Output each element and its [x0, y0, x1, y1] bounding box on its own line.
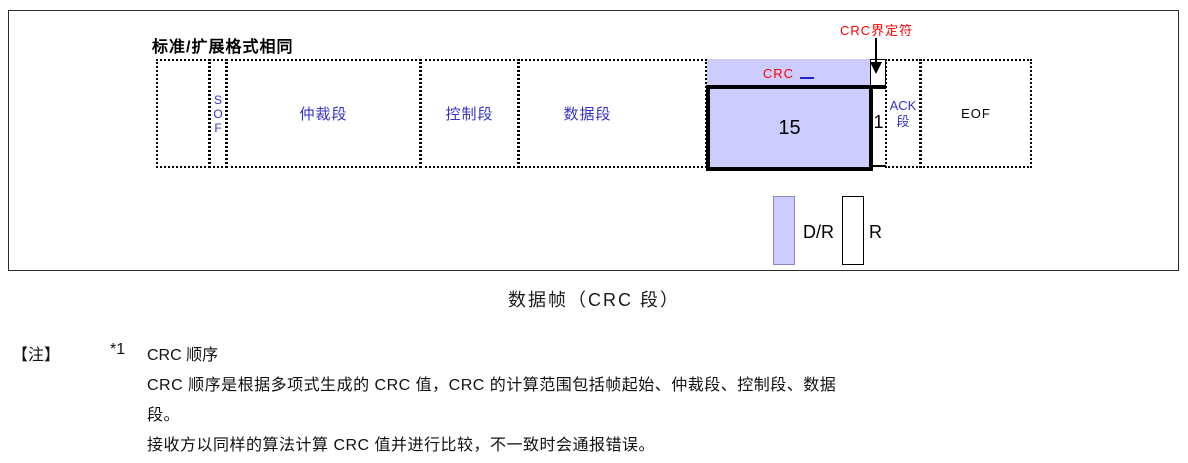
segment-box-ack: ACK 段 [885, 59, 921, 168]
segment-box-empty [156, 59, 210, 168]
delimiter-bottom-line [870, 165, 886, 167]
segment-box-sof: S O F [209, 59, 227, 168]
thick-border-extension [870, 85, 886, 89]
segment-box-arbitration: 仲裁段 [226, 59, 421, 168]
figure-caption: 数据帧（CRC 段） [508, 290, 680, 310]
sof-letter: O [213, 106, 223, 121]
note-body-line: CRC 顺序是根据多项式生成的 CRC 值，CRC 的计算范围包括帧起始、仲裁段… [147, 377, 837, 394]
crc-delimiter-callout: CRC界定符 [840, 23, 914, 38]
control-label: 控制段 [445, 106, 494, 123]
note-body-line: 段。 [147, 407, 181, 424]
sof-letter: S [213, 92, 222, 107]
note-prefix: 【注】 [12, 347, 61, 364]
crc-segment-band: CRC [707, 59, 870, 87]
crc-footnote-underline [800, 77, 815, 79]
ack-label-line: 段 [896, 113, 910, 129]
sof-label: S O F [213, 93, 222, 135]
note-body-line: 接收方以同样的算法计算 CRC 值并进行比较，不一致时会通报错误。 [147, 437, 656, 454]
note-heading: CRC 顺序 [147, 347, 219, 364]
legend-swatch-dominant-recessive [773, 196, 795, 265]
crc-bit-count: 15 [778, 116, 801, 139]
note-footnote-ref: *1 [110, 341, 126, 358]
crc-band-label: CRC [762, 65, 795, 81]
segment-box-data: 数据段 [518, 59, 707, 168]
segment-box-control: 控制段 [420, 59, 519, 168]
legend-label-dr: D/R [803, 222, 834, 242]
data-label: 数据段 [563, 106, 612, 123]
ack-label-line: ACK [889, 97, 917, 113]
down-arrow-stem [875, 38, 877, 63]
arbitration-label: 仲裁段 [299, 106, 348, 123]
diagram-title: 标准/扩展格式相同 [152, 39, 294, 56]
segment-box-eof: EOF [920, 59, 1032, 168]
sof-letter: F [214, 120, 222, 135]
frame-diagram-border [8, 10, 1179, 271]
legend-label-r: R [869, 222, 882, 242]
down-arrow-icon [870, 62, 882, 74]
legend-swatch-recessive [842, 196, 864, 265]
crc-sequence-box: 15 [706, 85, 873, 171]
eof-label: EOF [961, 106, 991, 121]
ack-label: ACK 段 [890, 98, 917, 130]
delimiter-bit-count: 1 [873, 112, 884, 132]
